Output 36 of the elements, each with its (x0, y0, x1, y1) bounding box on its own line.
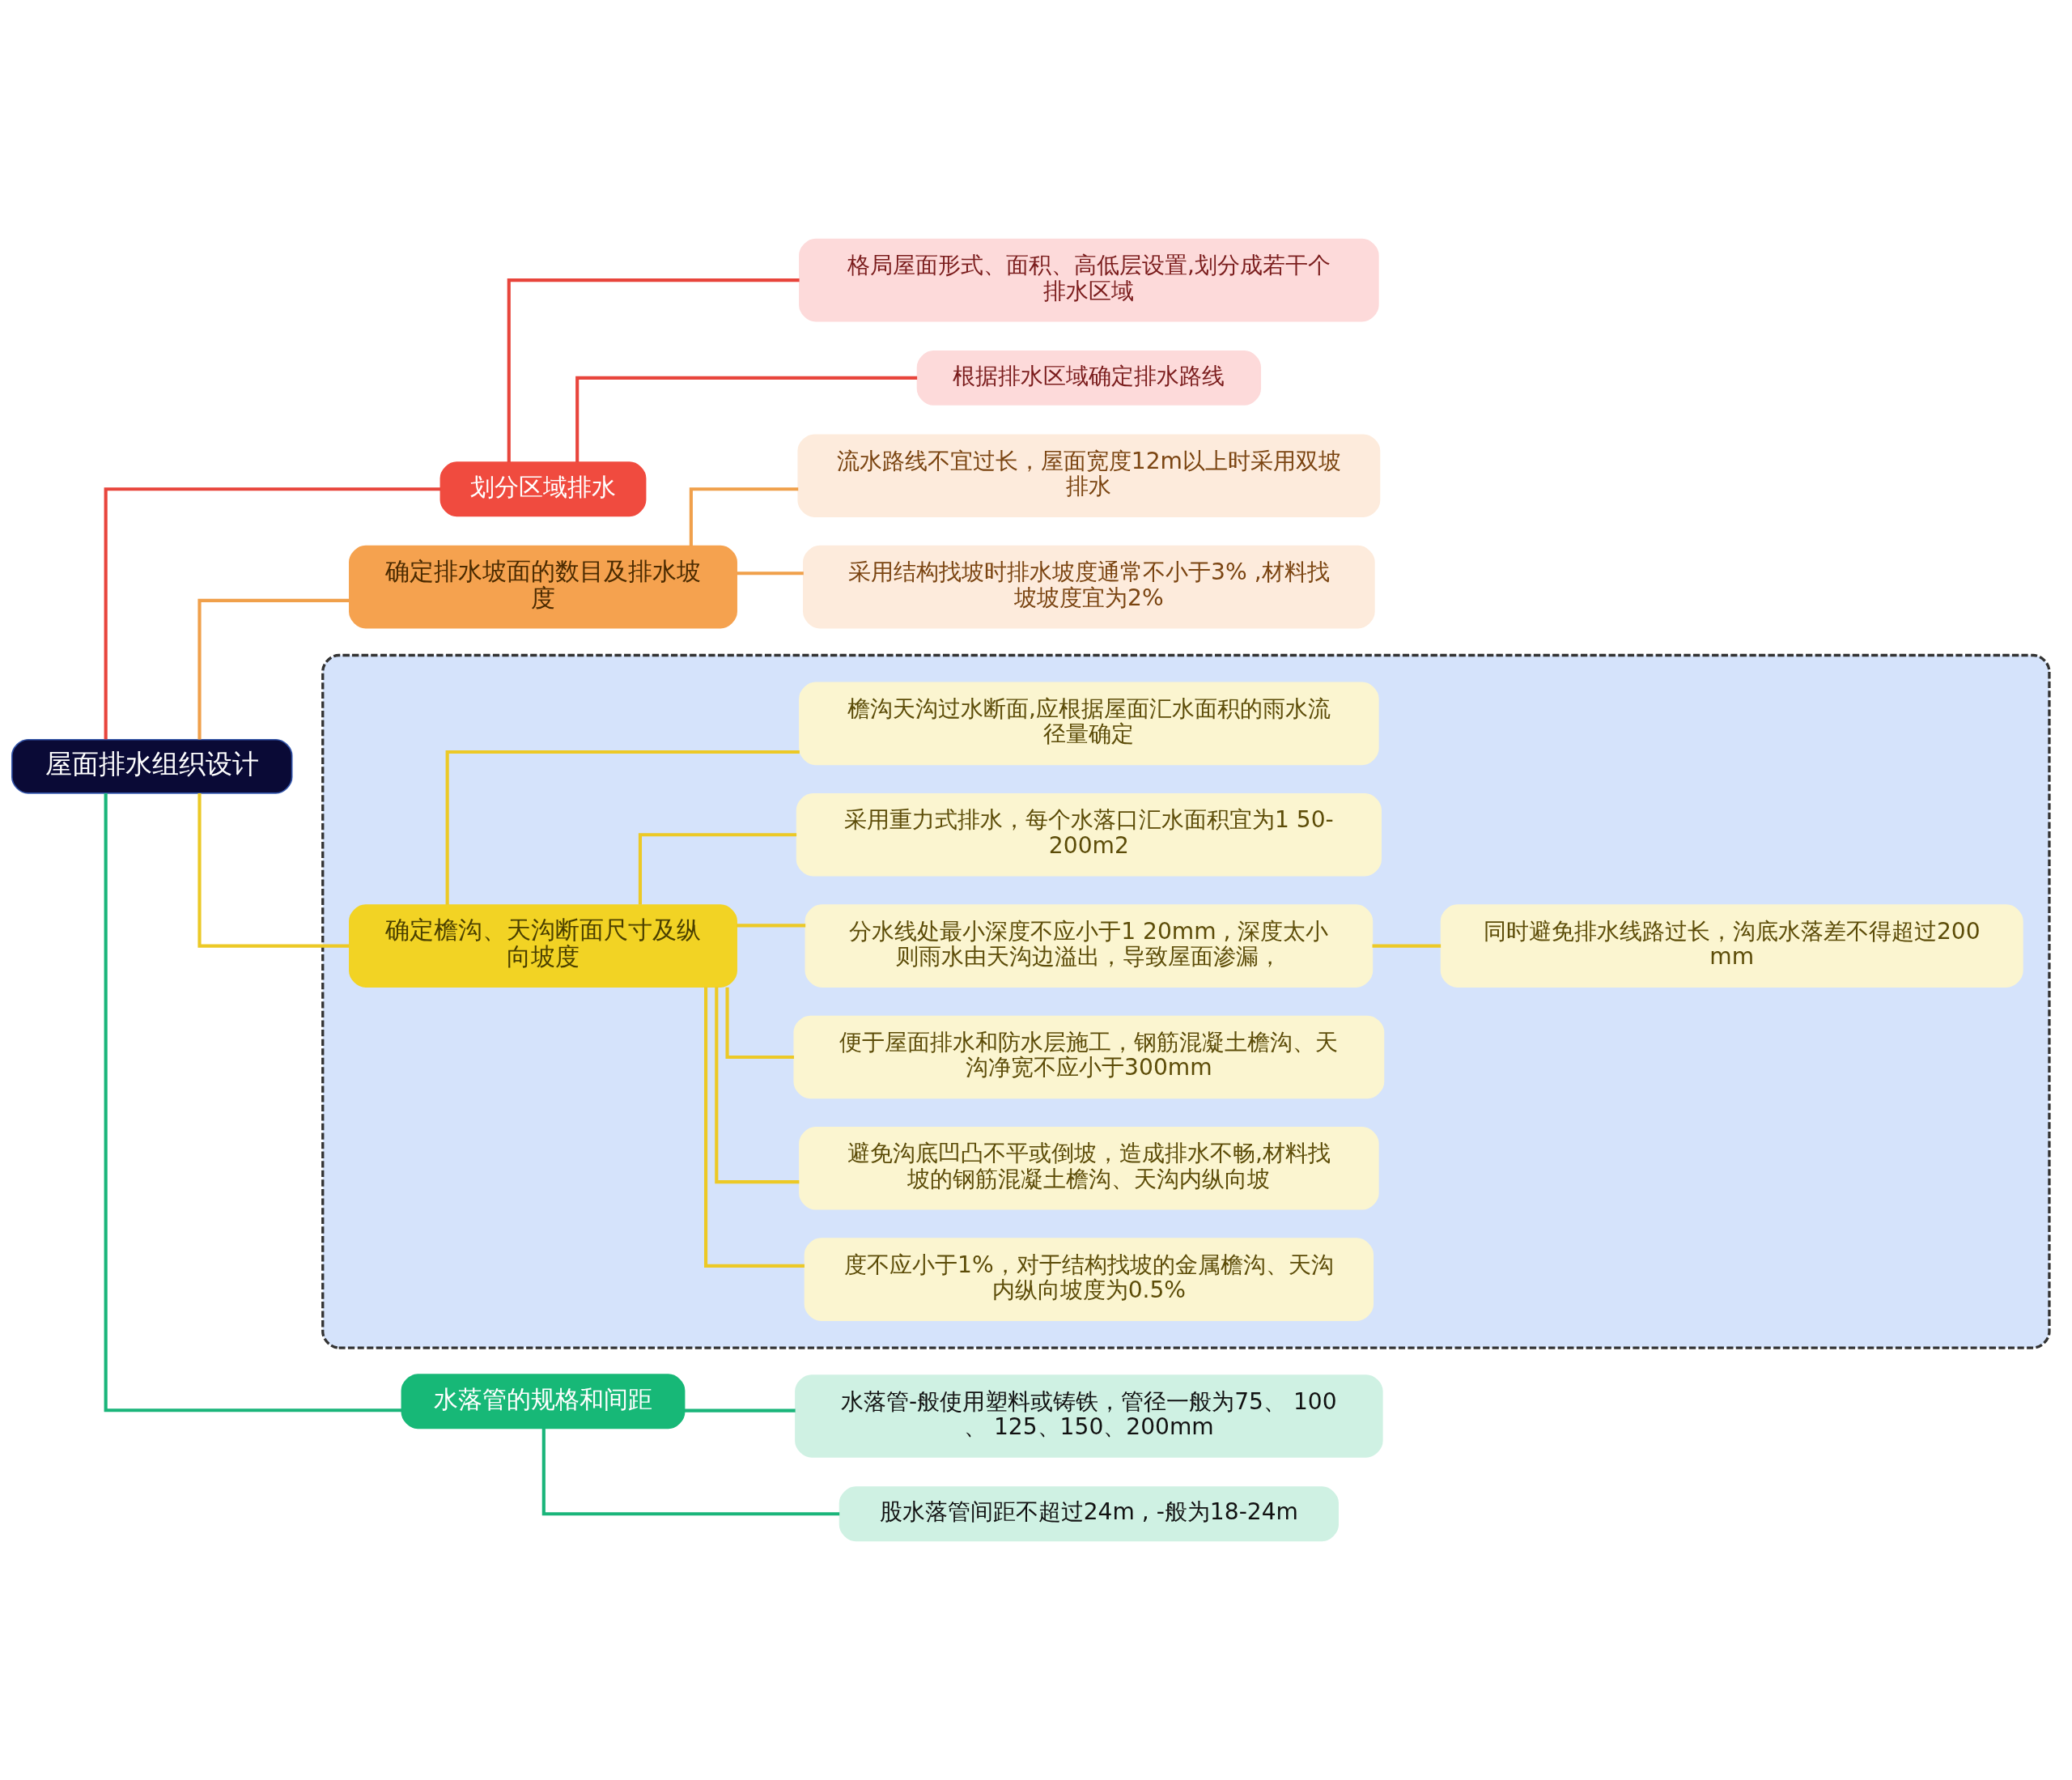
connector (507, 278, 800, 463)
node-box: 檐沟天沟过水断面,应根据屋面汇水面积的雨水流径量确定 (799, 682, 1379, 766)
node-box: 确定檐沟、天沟断面尺寸及纵向坡度 (349, 904, 737, 988)
node-box: 屋面排水组织设计 (11, 738, 293, 794)
connector (704, 987, 805, 1268)
connector (715, 987, 800, 1184)
node-box: 度不应小于1%，对于结构找坡的金属檐沟、天沟内纵向坡度为0.5% (804, 1238, 1374, 1321)
node-box: 同时避免排水线路过长，沟底水落差不得超过200mm (1440, 904, 2023, 988)
connector (445, 750, 800, 905)
node-box: 采用重力式排水，每个水落口汇水面积宜为1 50-200m2 (796, 792, 1382, 877)
node-box: 分水线处最小深度不应小于1 20mm , 深度太小则雨水由天沟边溢出，导致屋面渗漏， (805, 904, 1374, 988)
node-box: 股水落管间距不超过24m , -般为18-24m (839, 1486, 1339, 1542)
connector (689, 487, 799, 546)
connector (197, 598, 350, 740)
connector (104, 793, 402, 1413)
connector (197, 793, 350, 948)
connector (737, 924, 806, 928)
node-box: 划分区域排水 (439, 461, 647, 517)
connector (737, 571, 804, 576)
node-box: 水落管-般使用塑料或铸铁，管径一般为75、 100、 125、150、200mm (795, 1374, 1383, 1458)
connector (541, 1428, 840, 1516)
connector (104, 487, 441, 740)
node-box: 根据排水区域确定排水路线 (916, 350, 1262, 406)
node-box: 格局屋面形式、面积、高低层设置,划分成若干个排水区域 (799, 238, 1379, 322)
node-box: 采用结构找坡时排水坡度通常不小于3% ,材料找坡坡度宜为2% (803, 545, 1375, 629)
connector (685, 1408, 796, 1413)
connector (575, 376, 918, 462)
connector (638, 833, 797, 905)
node-box: 水落管的规格和间距 (401, 1374, 686, 1430)
node-box: 确定排水坡面的数目及排水坡度 (349, 545, 737, 629)
node-box: 便于屋面排水和防水层施工，钢筋混凝土檐沟、天沟净宽不应小于300mm (793, 1015, 1385, 1099)
node-box: 避免沟底凹凸不平或倒坡，造成排水不畅,材料找坡的钢筋混凝土檐沟、天沟内纵向坡 (799, 1127, 1379, 1210)
cluster (321, 653, 2051, 1349)
node-box: 流水路线不宜过长，屋面宽度12m以上时采用双坡排水 (797, 434, 1381, 517)
connector (1372, 944, 1441, 948)
connector (725, 987, 794, 1059)
